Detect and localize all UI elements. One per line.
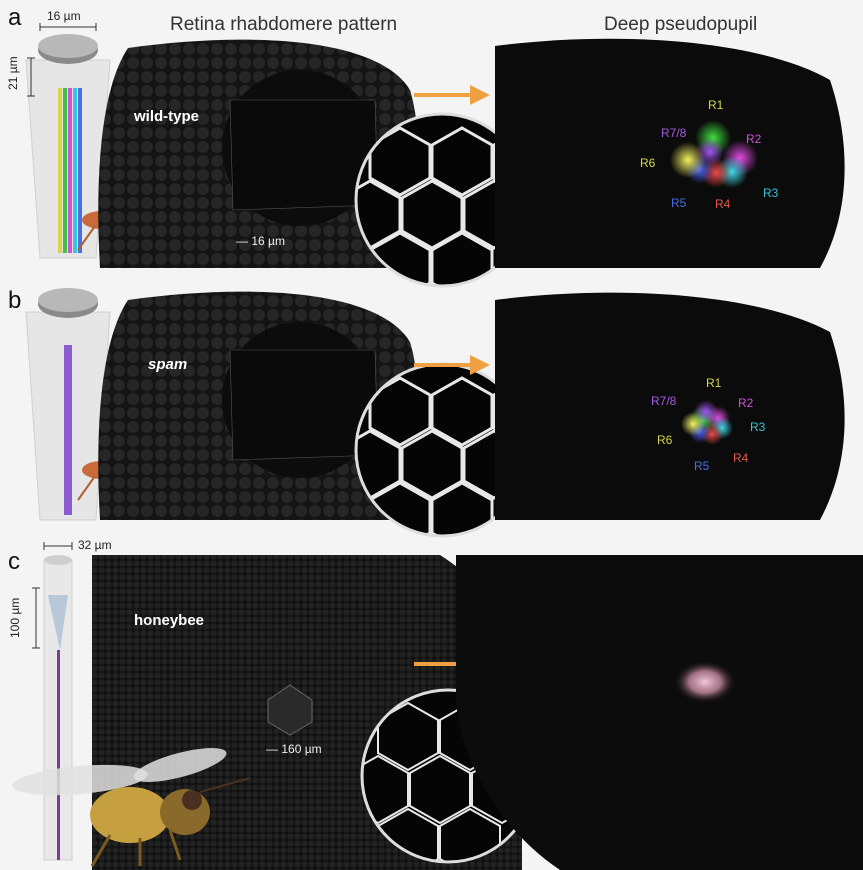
pseudopupil-c — [456, 555, 863, 870]
pseudopupil-label-r5-a: R5 — [671, 196, 687, 210]
panel-letter-c: c — [8, 548, 20, 575]
scale-label-width-a: 16 µm — [47, 9, 81, 23]
ommatidium-model-b — [25, 288, 111, 521]
ommatidium-model-a — [25, 34, 111, 259]
eye-label-wild-type: wild-type — [134, 108, 200, 125]
scale-bar-label-a: — 16 µm — [236, 234, 285, 248]
pseudopupil-label-r6-b: R6 — [657, 433, 673, 447]
pseudopupil-label-r78-b: R7/8 — [651, 394, 677, 408]
header-deep-pseudopupil: Deep pseudopupil — [604, 14, 758, 35]
honeybee-illustration — [12, 748, 251, 867]
scale-label-width-c: 32 µm — [78, 538, 112, 552]
eye-label-honeybee: honeybee — [134, 612, 205, 629]
scale-label-length-a: 21 µm — [6, 56, 20, 90]
panel-letter-b: b — [8, 287, 22, 314]
pseudopupil-label-r1-a: R1 — [708, 98, 724, 112]
pseudopupil-label-r4-b: R4 — [733, 451, 749, 465]
pseudopupil-a — [495, 38, 845, 269]
pseudopupil-b — [495, 292, 845, 520]
pseudopupil-label-r6-a: R6 — [640, 156, 656, 170]
pseudopupil-label-r5-b: R5 — [694, 459, 710, 473]
panel-letter-a: a — [8, 4, 22, 31]
header-retina-pattern: Retina rhabdomere pattern — [170, 14, 398, 35]
eye-b — [98, 291, 419, 520]
eye-label-spam: spam — [148, 356, 188, 373]
pseudopupil-label-r3-a: R3 — [763, 186, 779, 200]
pseudopupil-label-r2-b: R2 — [738, 396, 754, 410]
eye-a — [98, 39, 419, 269]
pseudopupil-label-r1-b: R1 — [706, 376, 722, 390]
pseudopupil-label-r78-a: R7/8 — [661, 126, 687, 140]
pseudopupil-label-r2-a: R2 — [746, 132, 762, 146]
ommatidium-model-c — [43, 555, 73, 861]
pseudopupil-label-r4-a: R4 — [715, 197, 731, 211]
pseudopupil-label-r3-b: R3 — [750, 420, 766, 434]
scale-label-length-c: 100 µm — [8, 597, 22, 638]
scale-bar-label-c: — 160 µm — [266, 742, 322, 756]
